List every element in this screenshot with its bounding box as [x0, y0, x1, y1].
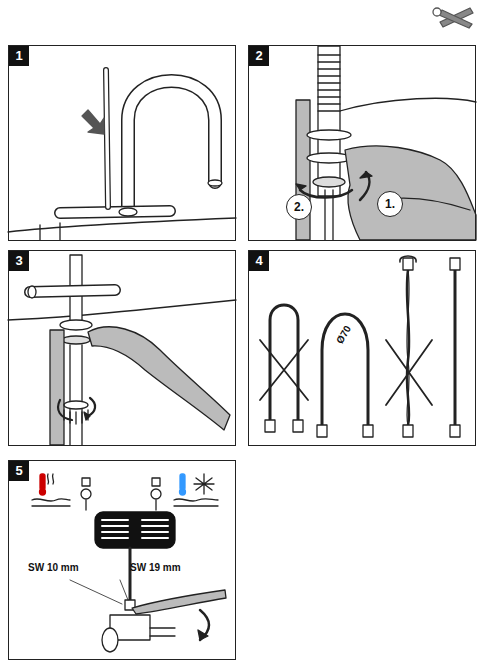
step-order: 1. [385, 197, 395, 211]
wrench-size-label: SW 19 mm [130, 562, 181, 573]
faucet-drawing [8, 70, 236, 240]
tool-icon [433, 8, 473, 28]
step-number: 4 [249, 251, 269, 271]
dimension-label: Ø70 [334, 324, 353, 346]
step-number: 2 [249, 46, 269, 66]
step-order: 2. [294, 200, 304, 214]
tightening-drawing [8, 255, 236, 445]
step-panel: 4 [248, 250, 476, 446]
step-panel: 5 [8, 460, 236, 660]
hose-routing-drawing [260, 256, 460, 437]
step-circle: 2. [286, 194, 312, 220]
step-panel: 3 [8, 250, 236, 446]
step-number: 5 [9, 461, 29, 481]
step-panel: 1 [8, 45, 236, 241]
step-number: 1 [9, 46, 29, 66]
step-circle: 1. [377, 191, 403, 217]
step-panel: 2 2. 1. [248, 45, 476, 241]
wrench-size-label: SW 10 mm [28, 562, 79, 573]
step-number: 3 [9, 251, 29, 271]
mounting-drawing [296, 46, 476, 240]
